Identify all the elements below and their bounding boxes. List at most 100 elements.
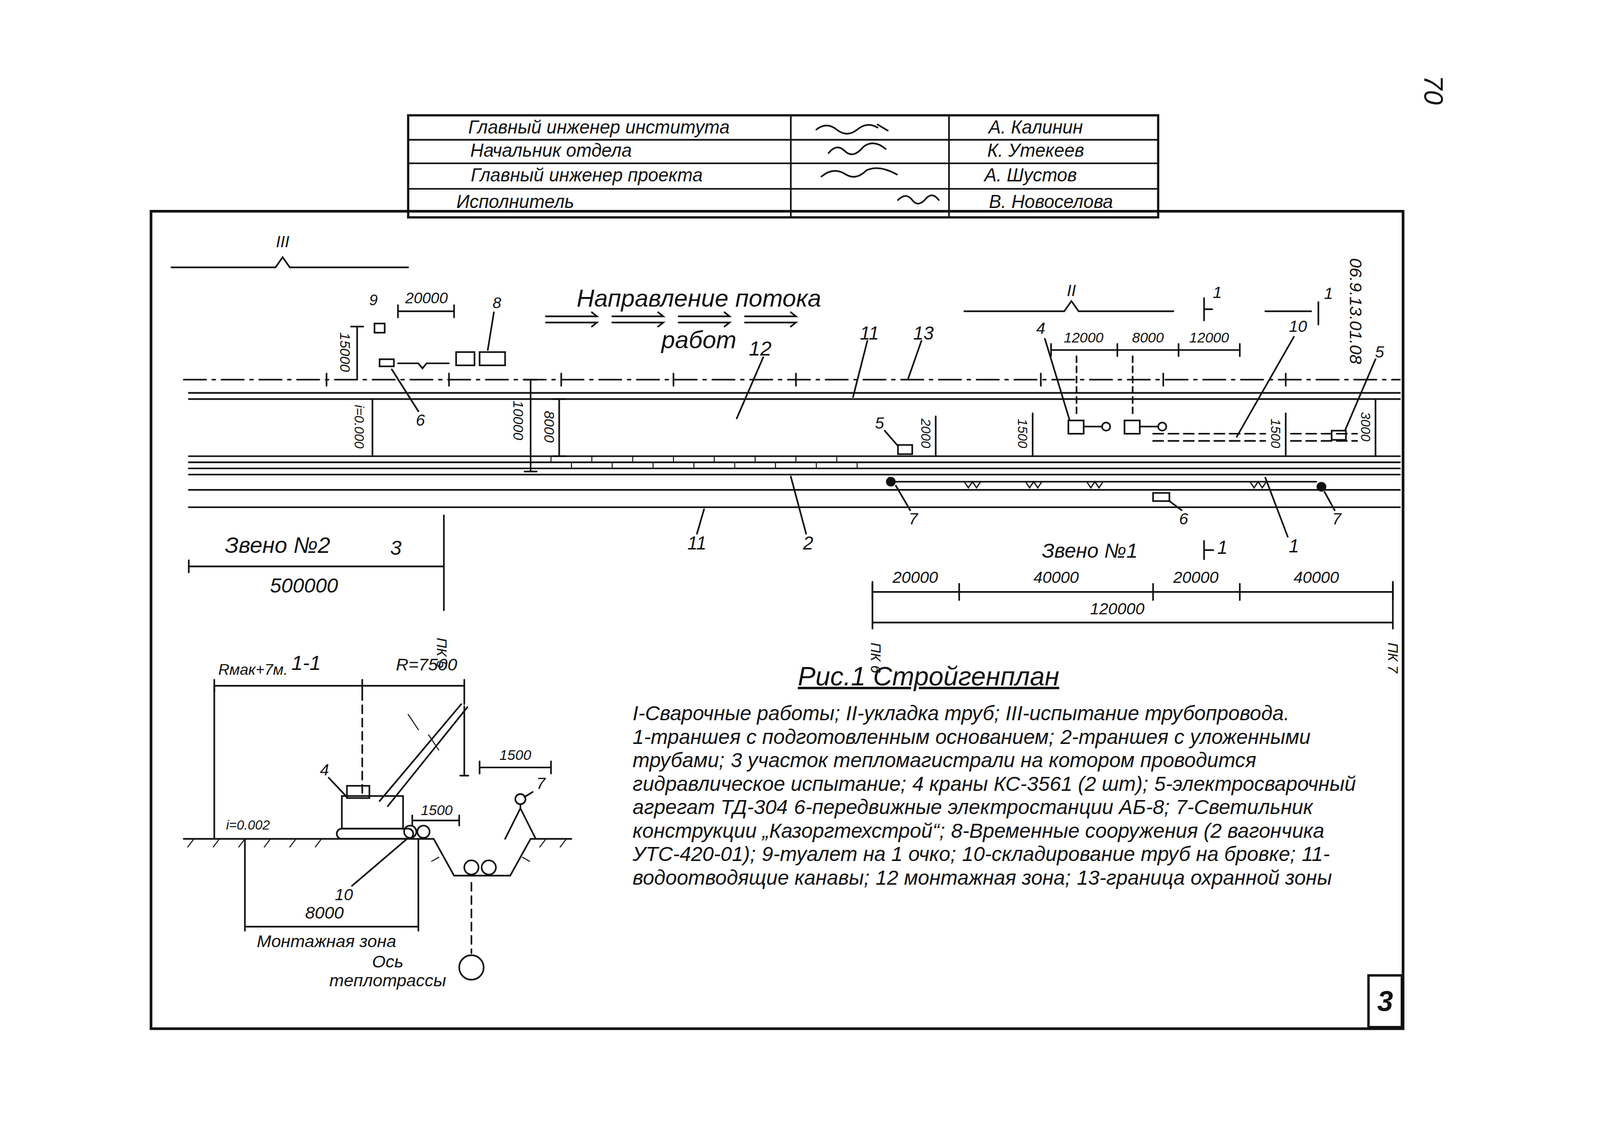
cranes-part [1139, 425, 1159, 428]
temporary-structures-part [398, 305, 455, 318]
section-1-1-part [463, 691, 465, 704]
callout-label: R=7500 [395, 655, 458, 675]
callout-label: ПК 6 [867, 642, 883, 674]
cranes-part [1045, 338, 1070, 420]
callout-label: 1500 [499, 747, 532, 763]
callout-label: 12000 [1189, 329, 1229, 346]
flow-arrows-part [545, 312, 597, 328]
temporary-structures-part [379, 359, 395, 367]
title-block [408, 115, 1159, 218]
callout-label: 5 [1375, 343, 1385, 361]
callout-label: 10000 [510, 400, 526, 441]
stage-brackets-part [1317, 302, 1319, 325]
sheet-number-box: 3 [1367, 974, 1404, 1029]
flow-arrows-part [678, 312, 730, 328]
section-1-1 [183, 679, 572, 980]
stage-brackets-part [1265, 310, 1312, 313]
temporary-structures-part [398, 363, 449, 369]
section-1-1-part [213, 686, 215, 839]
plan-lines-part [551, 456, 858, 469]
section-1-1-part [515, 793, 526, 805]
chainage-dimensions-part [872, 582, 1393, 629]
plan-lines-part [908, 341, 922, 379]
section-1-1-part [505, 804, 536, 840]
bottom-leaders-part [1265, 477, 1288, 537]
callout-label: А. Калинин [988, 117, 1083, 138]
legend-item: I-Сварочные работы; II-укладка труб; III… [632, 702, 1397, 726]
dimension-lines-part [1285, 413, 1287, 457]
callout-label: i=0.000 [351, 404, 367, 449]
section-1-1-part [481, 860, 496, 876]
callout-label: Главный инженер института [468, 117, 730, 138]
callout-label: 2 [803, 533, 814, 554]
welding-units-part [1331, 430, 1346, 440]
dimension-lines-part [1374, 400, 1376, 457]
plan-lines-part [183, 378, 1401, 381]
section-1-1-part [460, 706, 469, 776]
callout-label: 12000 [1063, 329, 1104, 346]
callout-label: 1500 [1015, 418, 1030, 449]
callout-label: 4 [319, 761, 329, 780]
cranes-part [1068, 420, 1084, 434]
temporary-structures [351, 305, 506, 412]
callout-label: Ось теплотрассы [321, 952, 454, 991]
callout-label: 120000 [1090, 600, 1145, 619]
callout-label: 20000 [892, 568, 939, 587]
dimension-lines-part [1050, 343, 1240, 357]
section-1-1-part [417, 825, 430, 838]
legend-item: 1-траншея с подготовленным основанием; [632, 725, 1055, 749]
callout-label: 1-1 [291, 652, 321, 675]
temporary-structures-part [487, 312, 494, 351]
temporary-structures-part [456, 352, 475, 366]
callout-label: 1 [1324, 284, 1334, 303]
plan-lines-part [736, 357, 764, 419]
callout-label: 6 [1179, 510, 1189, 529]
plan-lines-part [852, 341, 868, 398]
callout-label: Звено №1 [1041, 539, 1138, 563]
stage-brackets-part [171, 257, 408, 268]
lamps-and-cable-part [964, 481, 1267, 489]
legend-item: 13-граница охранной зоны [1076, 866, 1332, 890]
bottom-leaders-part [791, 476, 807, 534]
callout-label: 3000 [1358, 411, 1373, 442]
callout-label: Главный инженер проекта [470, 165, 703, 186]
lamps-and-cable-part [896, 485, 1335, 511]
flow-arrows [545, 312, 796, 328]
chainage-dimensions-part [443, 515, 445, 611]
bottom-leaders-part [1204, 540, 1214, 560]
callout-label: 1 [1212, 284, 1223, 302]
callout-label: 6 [416, 411, 426, 430]
callout-label: 11 [687, 533, 707, 554]
figure-caption: Рис.1 Стройгенплан [797, 661, 1060, 691]
callout-label: 4 [1036, 319, 1046, 338]
section-1-1-part [524, 792, 533, 798]
section-1-1-part [408, 714, 439, 751]
callout-label: Начальник отдела [470, 140, 632, 162]
welding-units-part [1236, 336, 1294, 437]
legend-item: 4 краны КС-3561 (2 шт); [912, 772, 1149, 796]
dimension-lines [372, 343, 1376, 472]
cranes-part [1158, 422, 1167, 431]
plan-lines-part [188, 392, 1400, 400]
callout-label: 1 [1288, 537, 1300, 558]
section-1-1-part [352, 837, 409, 886]
welding-units-part [897, 445, 913, 455]
section-1-1-part [244, 838, 419, 931]
callout-label: i=0.002 [225, 818, 270, 833]
callout-label: 500000 [269, 574, 339, 597]
callout-label: 1 [1217, 538, 1228, 559]
dimension-lines-part [934, 416, 937, 457]
plan-lines-part [1152, 433, 1358, 442]
callout-label: Звено №2 [224, 533, 331, 559]
welding-units [884, 336, 1376, 455]
callout-label: 20000 [405, 289, 449, 307]
legend-item: 12 монтажная зона; [875, 866, 1071, 890]
sheet-frame [150, 211, 1404, 1030]
callout-label: 9 [369, 291, 378, 309]
callout-label: 40000 [1033, 568, 1079, 587]
callout-label: Направление потока работ [566, 277, 832, 361]
temporary-structures-part [374, 323, 385, 333]
chainage-dimensions [188, 515, 1393, 629]
section-1-1-part [361, 691, 363, 794]
